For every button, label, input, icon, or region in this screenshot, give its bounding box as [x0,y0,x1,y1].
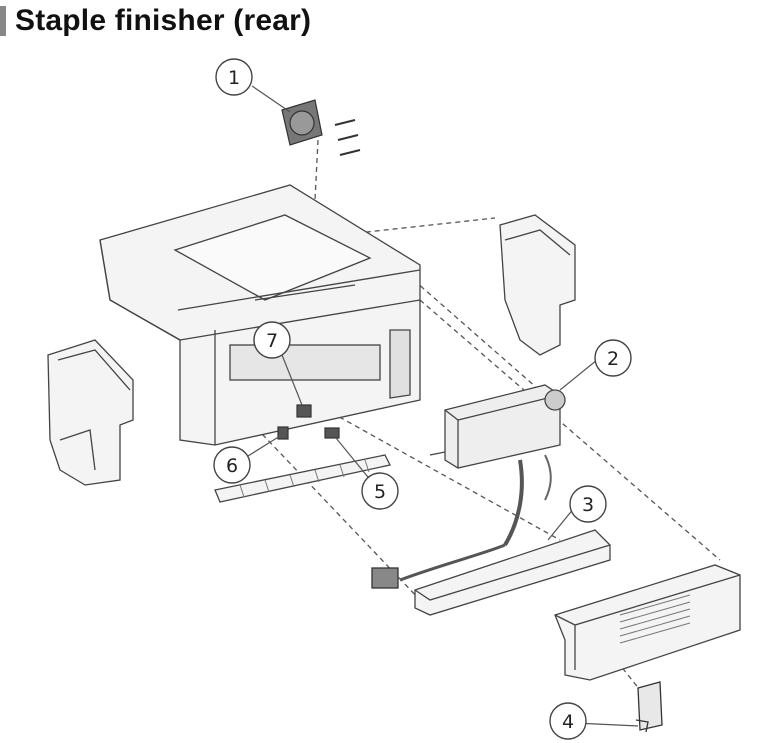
callout-7-label: 7 [266,330,278,352]
left-side-cover [47,339,134,486]
page-title: Staple finisher (rear) [15,4,312,37]
callout-3-label: 3 [582,494,594,516]
corner-bracket-part [635,681,663,733]
callout-4-label: 4 [562,711,574,733]
stapler-unit-part [429,384,566,547]
callout-5: 5 [361,472,399,510]
sensor-part-5 [324,427,340,439]
sensor-part-6 [277,426,289,440]
callout-7: 7 [253,321,291,359]
fan-part [281,99,361,156]
lower-guide-part [214,454,391,503]
callout-6: 6 [213,446,251,484]
callout-1: 1 [215,58,253,96]
callout-4: 4 [549,702,587,740]
sensor-part-7 [296,404,312,418]
upper-rear-cover [499,214,576,356]
finisher-main-frame [99,184,421,446]
callout-2: 2 [594,339,632,377]
callout-1-label: 1 [228,67,240,89]
title-accent-bar [0,6,6,36]
callout-2-label: 2 [607,348,619,370]
page-title-bar: Staple finisher (rear) [0,4,311,38]
callout-5-label: 5 [374,481,386,503]
lower-tray-part [371,529,611,616]
callout-6-label: 6 [226,455,238,477]
sensor-parts [277,404,340,440]
rear-right-panel [554,564,741,681]
callout-3: 3 [569,485,607,523]
